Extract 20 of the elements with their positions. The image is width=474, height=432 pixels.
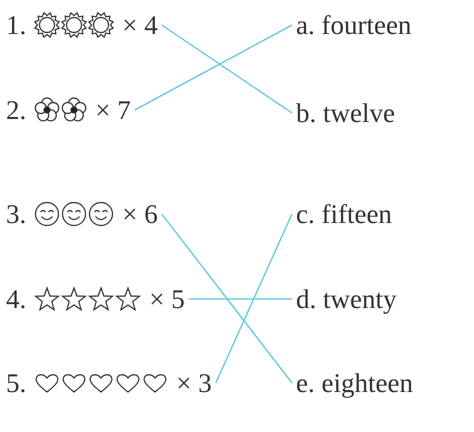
matching-line [134,24,292,111]
item-number: 4. [6,283,26,316]
item-number: 2. [6,94,26,127]
matching-line [215,214,293,384]
item-number: 1. [6,9,26,42]
item-number: 3. [6,198,26,231]
answer-option: e. eighteen [296,366,413,400]
multiplier: × 5 [149,283,185,316]
item-number: 5. [6,367,26,400]
matching-line [161,214,293,384]
multiplier: × 6 [122,198,158,231]
matching-line [161,24,292,114]
multiplier: × 4 [122,9,158,42]
multiplier: × 3 [176,367,212,400]
answer-option: a. fourteen [296,8,412,42]
answer-option: c. fifteen [296,197,392,231]
multiplier: × 7 [95,94,131,127]
answer-option: d. twenty [296,282,396,316]
matching-line [188,298,292,300]
answer-option: b. twelve [296,96,395,130]
